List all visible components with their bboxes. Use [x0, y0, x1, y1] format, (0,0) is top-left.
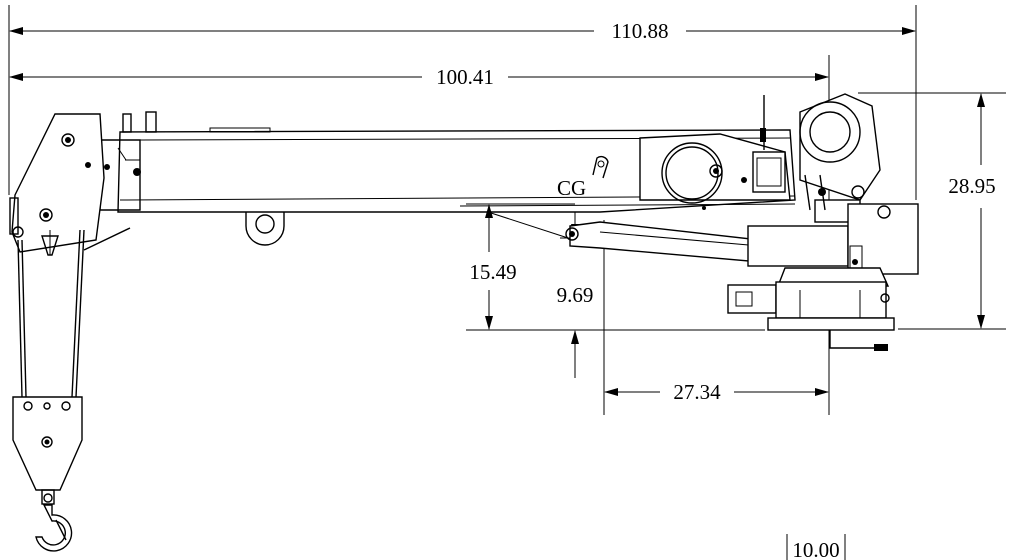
cg-label: CG: [557, 176, 586, 200]
cg-offset-label: 27.34: [673, 380, 721, 404]
hoist-cable: [17, 229, 85, 398]
dimension-boom-length: 100.41: [9, 55, 830, 200]
dimension-boom-rest-height: 15.49: [466, 203, 765, 331]
mast: [799, 93, 881, 223]
turret: [747, 203, 919, 287]
hook-block: [12, 396, 83, 552]
crane-base: [727, 281, 895, 351]
boom-rest-height-label: 15.49: [469, 260, 516, 284]
dimension-overall-length: 110.88: [8, 5, 917, 200]
boom-length-label: 100.41: [436, 65, 494, 89]
base-width-label: 10.00: [792, 538, 839, 560]
height-label: 28.95: [948, 174, 995, 198]
boom-cylinder: [487, 211, 761, 263]
cg-height-label: 9.69: [557, 283, 594, 307]
control-box: [752, 95, 786, 193]
dimension-cg-offset: 27.34: [604, 330, 830, 415]
boom-tip: [9, 113, 131, 256]
dimension-height: 28.95: [858, 92, 1006, 330]
dimension-base-width: 10.00: [786, 534, 846, 560]
overall-length-label: 110.88: [612, 19, 669, 43]
